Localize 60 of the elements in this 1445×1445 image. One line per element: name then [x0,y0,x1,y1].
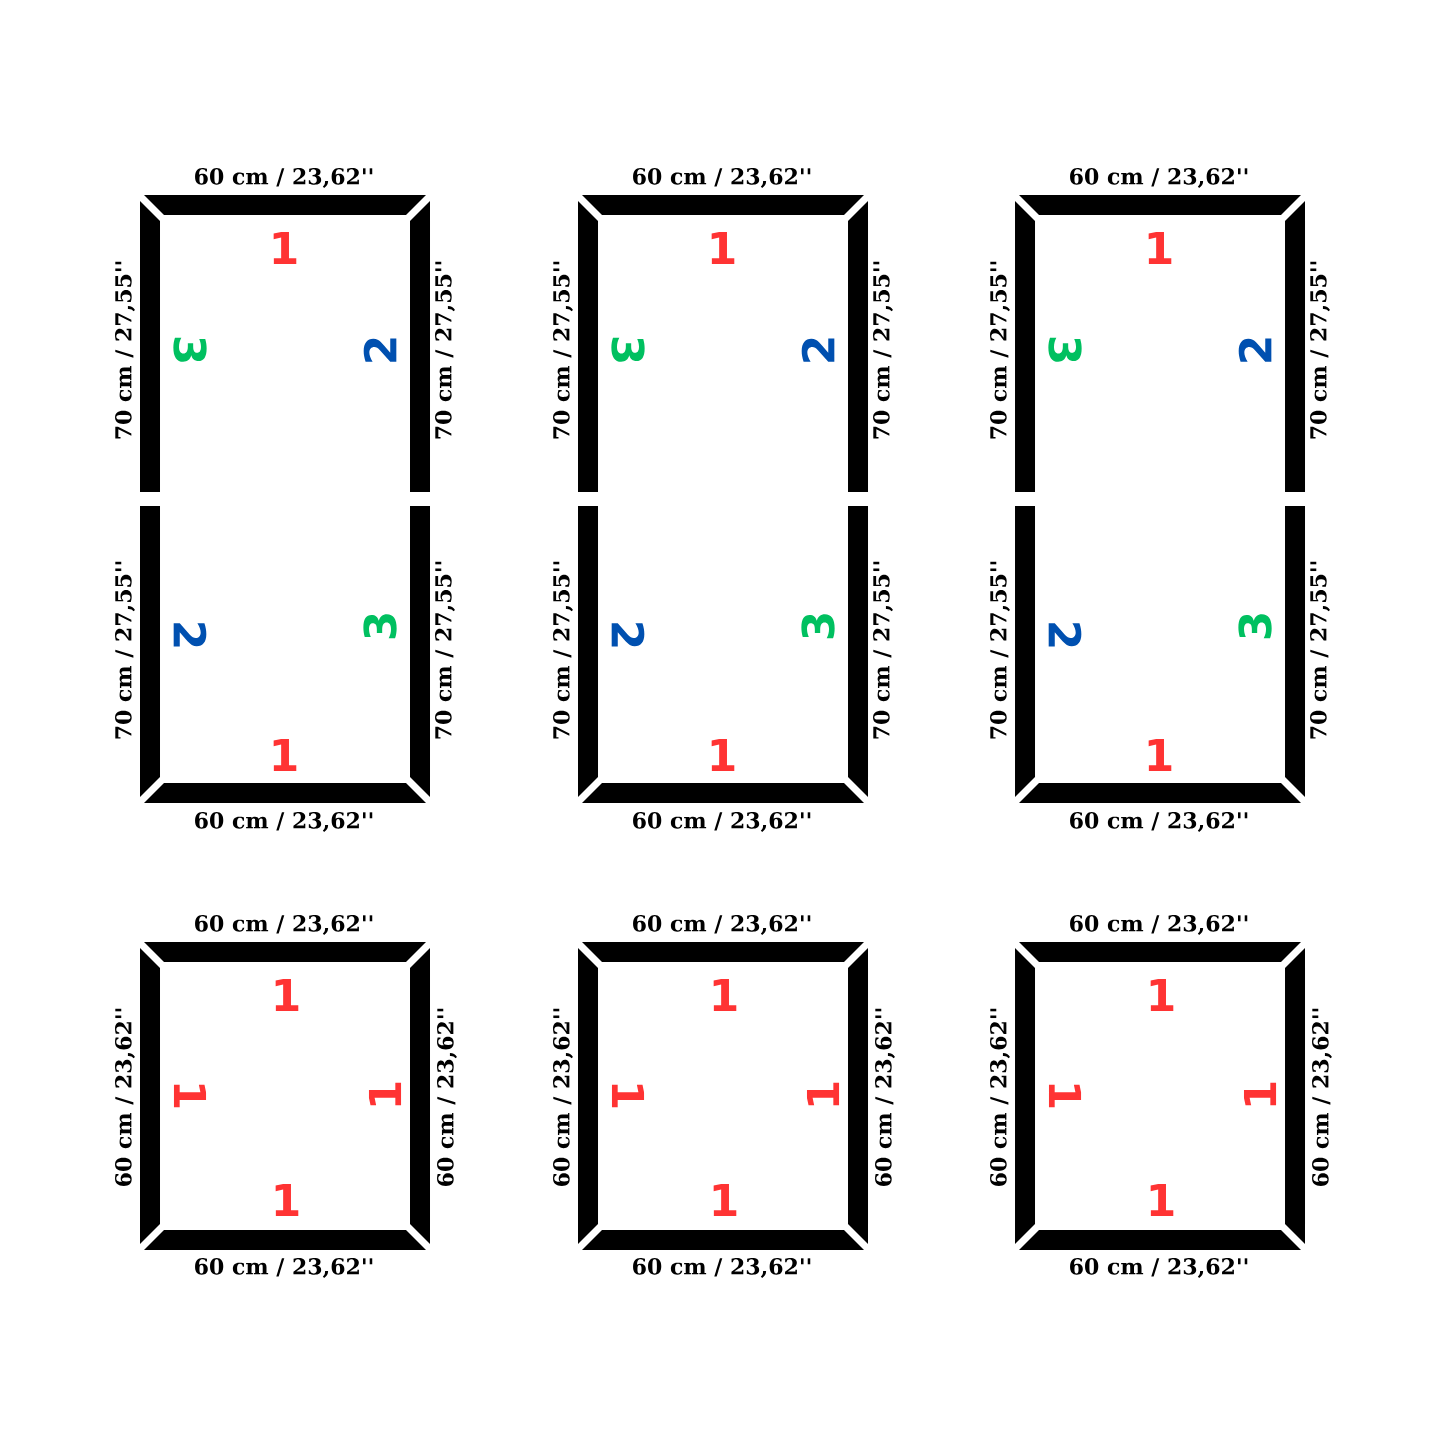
part-number: 3 [173,337,207,362]
dimension-label: 60 cm / 23,62'' [195,168,373,188]
part-number: 1 [273,231,297,265]
part-number: 1 [275,979,299,1012]
part-number: 1 [173,1084,207,1108]
part-number: 1 [711,738,735,772]
part-number: 1 [1150,1184,1174,1217]
dimension-label: 70 cm / 27,55'' [115,561,135,739]
dimension-label: 70 cm / 27,55'' [873,261,893,439]
dimension-label: 70 cm / 27,55'' [115,261,135,439]
part-number: 1 [713,1184,737,1217]
dimension-label: 60 cm / 23,62'' [633,812,811,832]
dimension-label: 60 cm / 23,62'' [633,168,811,188]
dimension-label: 70 cm / 27,55'' [553,561,573,739]
dimension-label: 70 cm / 27,55'' [873,561,893,739]
dimension-label: 60 cm / 23,62'' [1312,1008,1332,1186]
dimension-label: 70 cm / 27,55'' [553,261,573,439]
part-number: 1 [713,979,737,1012]
part-number: 1 [368,1082,402,1106]
part-number: 2 [173,623,207,647]
dimension-label: 70 cm / 27,55'' [1310,561,1330,739]
part-number: 3 [363,614,397,639]
part-number: 2 [1048,623,1082,647]
dimension-label: 70 cm / 27,55'' [1310,261,1330,439]
dimension-label: 60 cm / 23,62'' [115,1008,135,1186]
part-number: 3 [801,614,835,639]
dimension-label: 60 cm / 23,62'' [195,1258,373,1278]
dimension-label: 60 cm / 23,62'' [1070,915,1248,935]
part-number: 1 [807,1082,840,1106]
dimension-label: 70 cm / 27,55'' [435,261,455,439]
part-number: 1 [1049,1084,1082,1108]
part-number: 1 [1148,231,1172,265]
part-number: 2 [611,623,645,647]
part-number: 3 [611,337,645,362]
part-number: 1 [611,1084,645,1108]
dimension-label: 70 cm / 27,55'' [435,561,455,739]
dimension-label: 60 cm / 23,62'' [990,1008,1010,1186]
dimension-label: 70 cm / 27,55'' [990,261,1010,439]
dimension-label: 60 cm / 23,62'' [1070,1258,1248,1278]
part-number: 2 [801,338,835,362]
dimension-label: 60 cm / 23,62'' [553,1008,573,1186]
part-number: 3 [1238,614,1272,639]
dimension-label: 60 cm / 23,62'' [195,915,373,935]
part-number: 1 [273,738,297,772]
part-number: 1 [1148,738,1172,772]
dimension-label: 60 cm / 23,62'' [437,1008,457,1186]
part-number: 2 [363,338,397,362]
part-number: 1 [1150,979,1174,1012]
dimension-label: 60 cm / 23,62'' [633,915,811,935]
part-number: 1 [1244,1082,1277,1106]
dimension-label: 70 cm / 27,55'' [990,561,1010,739]
part-number: 2 [1238,338,1272,362]
dimension-label: 60 cm / 23,62'' [633,1258,811,1278]
part-number: 3 [1048,337,1082,362]
dimension-label: 60 cm / 23,62'' [875,1008,895,1186]
part-number: 1 [711,231,735,265]
dimension-label: 60 cm / 23,62'' [195,812,373,832]
part-number: 1 [275,1184,299,1217]
dimension-label: 60 cm / 23,62'' [1070,168,1248,188]
dimension-label: 60 cm / 23,62'' [1070,812,1248,832]
